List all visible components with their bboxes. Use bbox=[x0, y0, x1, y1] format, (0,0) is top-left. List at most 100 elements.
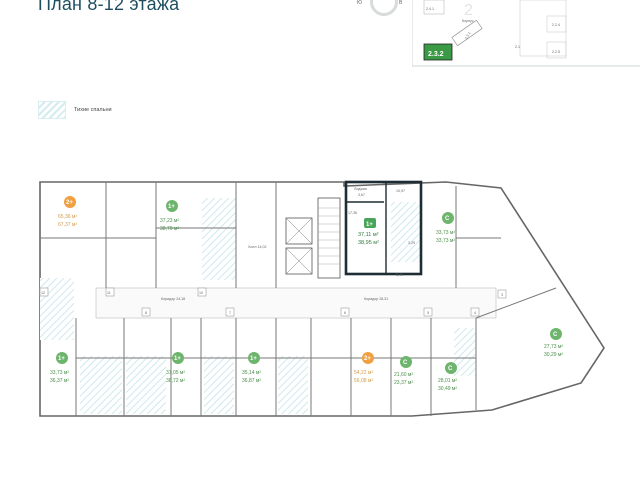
svg-text:3: 3 bbox=[501, 293, 503, 297]
unit-area: 35,14 м² bbox=[242, 370, 261, 376]
unit-area: 37,05 м² bbox=[166, 370, 185, 376]
keymap-section-label: 2.4.1 bbox=[426, 7, 434, 11]
apartment-unit[interactable]: С 21,60 м² 23,37 м² bbox=[394, 356, 413, 386]
unit-area: 36,37 м² bbox=[50, 378, 69, 384]
compass: Ю В bbox=[355, 0, 410, 16]
unit-badge bbox=[56, 352, 68, 364]
unit-area: 56,08 м² bbox=[354, 378, 373, 384]
keymap-highlighted-label: 2.3.2 bbox=[428, 51, 444, 58]
unit-badge bbox=[442, 212, 454, 224]
quiet-bedroom bbox=[126, 356, 166, 414]
apartment-unit[interactable]: 2+ 54,22 м² 56,08 м² bbox=[354, 352, 374, 384]
svg-text:2+: 2+ bbox=[66, 200, 73, 206]
svg-text:12: 12 bbox=[41, 291, 45, 295]
corridor-label: Коридор 24,18 bbox=[161, 297, 185, 301]
keymap-section-label: 2.3.1 bbox=[464, 31, 471, 40]
quiet-bedroom bbox=[204, 356, 234, 414]
total-area: 38,95 м² bbox=[358, 240, 379, 246]
unit-area: 67,37 м² bbox=[58, 222, 77, 228]
unit-badge bbox=[362, 352, 374, 364]
svg-text:С: С bbox=[403, 360, 408, 366]
loggia-label: Лоджия bbox=[354, 187, 367, 191]
unit-area: 28,01 м² bbox=[438, 378, 457, 384]
room-count-text: 1+ bbox=[366, 222, 373, 228]
compass-ring-icon bbox=[370, 0, 398, 16]
svg-text:1+: 1+ bbox=[58, 356, 65, 362]
bath-area: 3,29 bbox=[408, 241, 415, 245]
apartment-unit[interactable]: 1+ 37,23 м² 38,70 м² bbox=[160, 200, 179, 232]
building-keymap: 2.4.1 2 Корпус 2.2.4 2.1 2.2.5 2.3.1 2.3… bbox=[412, 0, 640, 67]
svg-text:2+: 2+ bbox=[364, 356, 371, 362]
unit-badge bbox=[166, 200, 178, 212]
quiet-bedroom bbox=[454, 328, 476, 376]
stairwell bbox=[317, 197, 341, 279]
keymap-building-label: Корпус bbox=[462, 19, 474, 23]
quiet-bedroom bbox=[40, 278, 74, 340]
selected-apartment[interactable] bbox=[344, 180, 423, 276]
floor-plan: Коридор 24,18 Коридор 28,31 bbox=[39, 180, 605, 417]
svg-text:4: 4 bbox=[474, 311, 476, 315]
living-area: 37,11 м² bbox=[358, 232, 379, 238]
unit-area: 27,73 м² bbox=[544, 344, 563, 350]
unit-area: 21,60 м² bbox=[394, 372, 413, 378]
quiet-bedroom bbox=[202, 198, 236, 280]
unit-badge bbox=[445, 362, 457, 374]
compass-south: Ю bbox=[357, 0, 363, 6]
unit-area: 38,72 м² bbox=[166, 378, 185, 384]
unit-badge bbox=[400, 356, 412, 368]
unit-area: 30,29 м² bbox=[544, 352, 563, 358]
svg-text:С: С bbox=[448, 366, 453, 372]
svg-text:7: 7 bbox=[229, 311, 231, 315]
keymap-section-label: 2.2.4 bbox=[552, 23, 560, 27]
svg-text:11: 11 bbox=[107, 291, 111, 295]
svg-text:1+: 1+ bbox=[174, 356, 181, 362]
apartment-unit[interactable]: 1+ 37,05 м² 38,72 м² bbox=[166, 352, 185, 384]
svg-text:С: С bbox=[445, 216, 450, 222]
unit-badge bbox=[550, 328, 562, 340]
svg-text:10: 10 bbox=[199, 291, 203, 295]
unit-badge bbox=[64, 196, 76, 208]
unit-area: 33,73 м² bbox=[50, 370, 69, 376]
apartment-unit[interactable]: С 28,01 м² 30,49 м² bbox=[438, 362, 457, 392]
keymap-section-label: 2.2.5 bbox=[552, 50, 560, 54]
unit-area: 37,23 м² bbox=[160, 218, 179, 224]
unit-area: 54,22 м² bbox=[354, 370, 373, 376]
elevator-shaft bbox=[285, 247, 313, 275]
corridor bbox=[95, 287, 497, 319]
unit-area: 36,87 м² bbox=[242, 378, 261, 384]
unit-badge bbox=[172, 352, 184, 364]
svg-text:8: 8 bbox=[145, 311, 147, 315]
compass-east: В bbox=[399, 0, 403, 6]
unit-area: 23,37 м² bbox=[394, 380, 413, 386]
room-count-badge bbox=[364, 218, 376, 228]
legend-label: Тихие спальни bbox=[74, 107, 112, 113]
svg-text:1+: 1+ bbox=[168, 204, 175, 210]
hall-area: 5,49 bbox=[396, 273, 403, 277]
apartment-unit[interactable]: 1+ 35,14 м² 36,87 м² bbox=[242, 352, 261, 384]
quiet-bedroom-swatch bbox=[38, 101, 66, 119]
corridor-label: Коридор 28,31 bbox=[364, 297, 388, 301]
keymap-building-number: 2 bbox=[464, 2, 473, 19]
apartment-unit[interactable]: С 33,73 м² 33,73 м² bbox=[436, 212, 455, 244]
loggia-area: 3,67 bbox=[358, 193, 365, 197]
apartment-unit[interactable]: С 27,73 м² 30,29 м² bbox=[544, 328, 563, 358]
unit-area: 30,49 м² bbox=[438, 386, 457, 392]
room-area: 17,36 bbox=[348, 211, 357, 215]
unit-badge bbox=[248, 352, 260, 364]
axis-markers: 12 11 10 8 7 6 5 3 4 bbox=[39, 287, 507, 317]
unit-area: 38,70 м² bbox=[160, 226, 179, 232]
page-title: План 8-12 этажа bbox=[38, 0, 180, 14]
elevator-hall-label: Холл 14,02 bbox=[248, 245, 266, 249]
unit-area: 65,36 м² bbox=[58, 214, 77, 220]
apartment-unit[interactable]: 2+ 65,36 м² 67,37 м² bbox=[58, 196, 77, 228]
elevator-shaft bbox=[285, 217, 313, 245]
unit-area: 33,73 м² bbox=[436, 230, 455, 236]
quiet-bedroom bbox=[80, 356, 122, 414]
apartment-unit[interactable]: 1+ 33,73 м² 36,37 м² bbox=[50, 352, 69, 384]
svg-text:С: С bbox=[553, 332, 558, 338]
kitchen-area: 10,97 bbox=[396, 189, 405, 193]
keymap-highlighted-section[interactable] bbox=[423, 43, 453, 61]
svg-text:1+: 1+ bbox=[250, 356, 257, 362]
keymap-section-label: 2.1 bbox=[515, 45, 520, 49]
unit-area: 33,73 м² bbox=[436, 238, 455, 244]
